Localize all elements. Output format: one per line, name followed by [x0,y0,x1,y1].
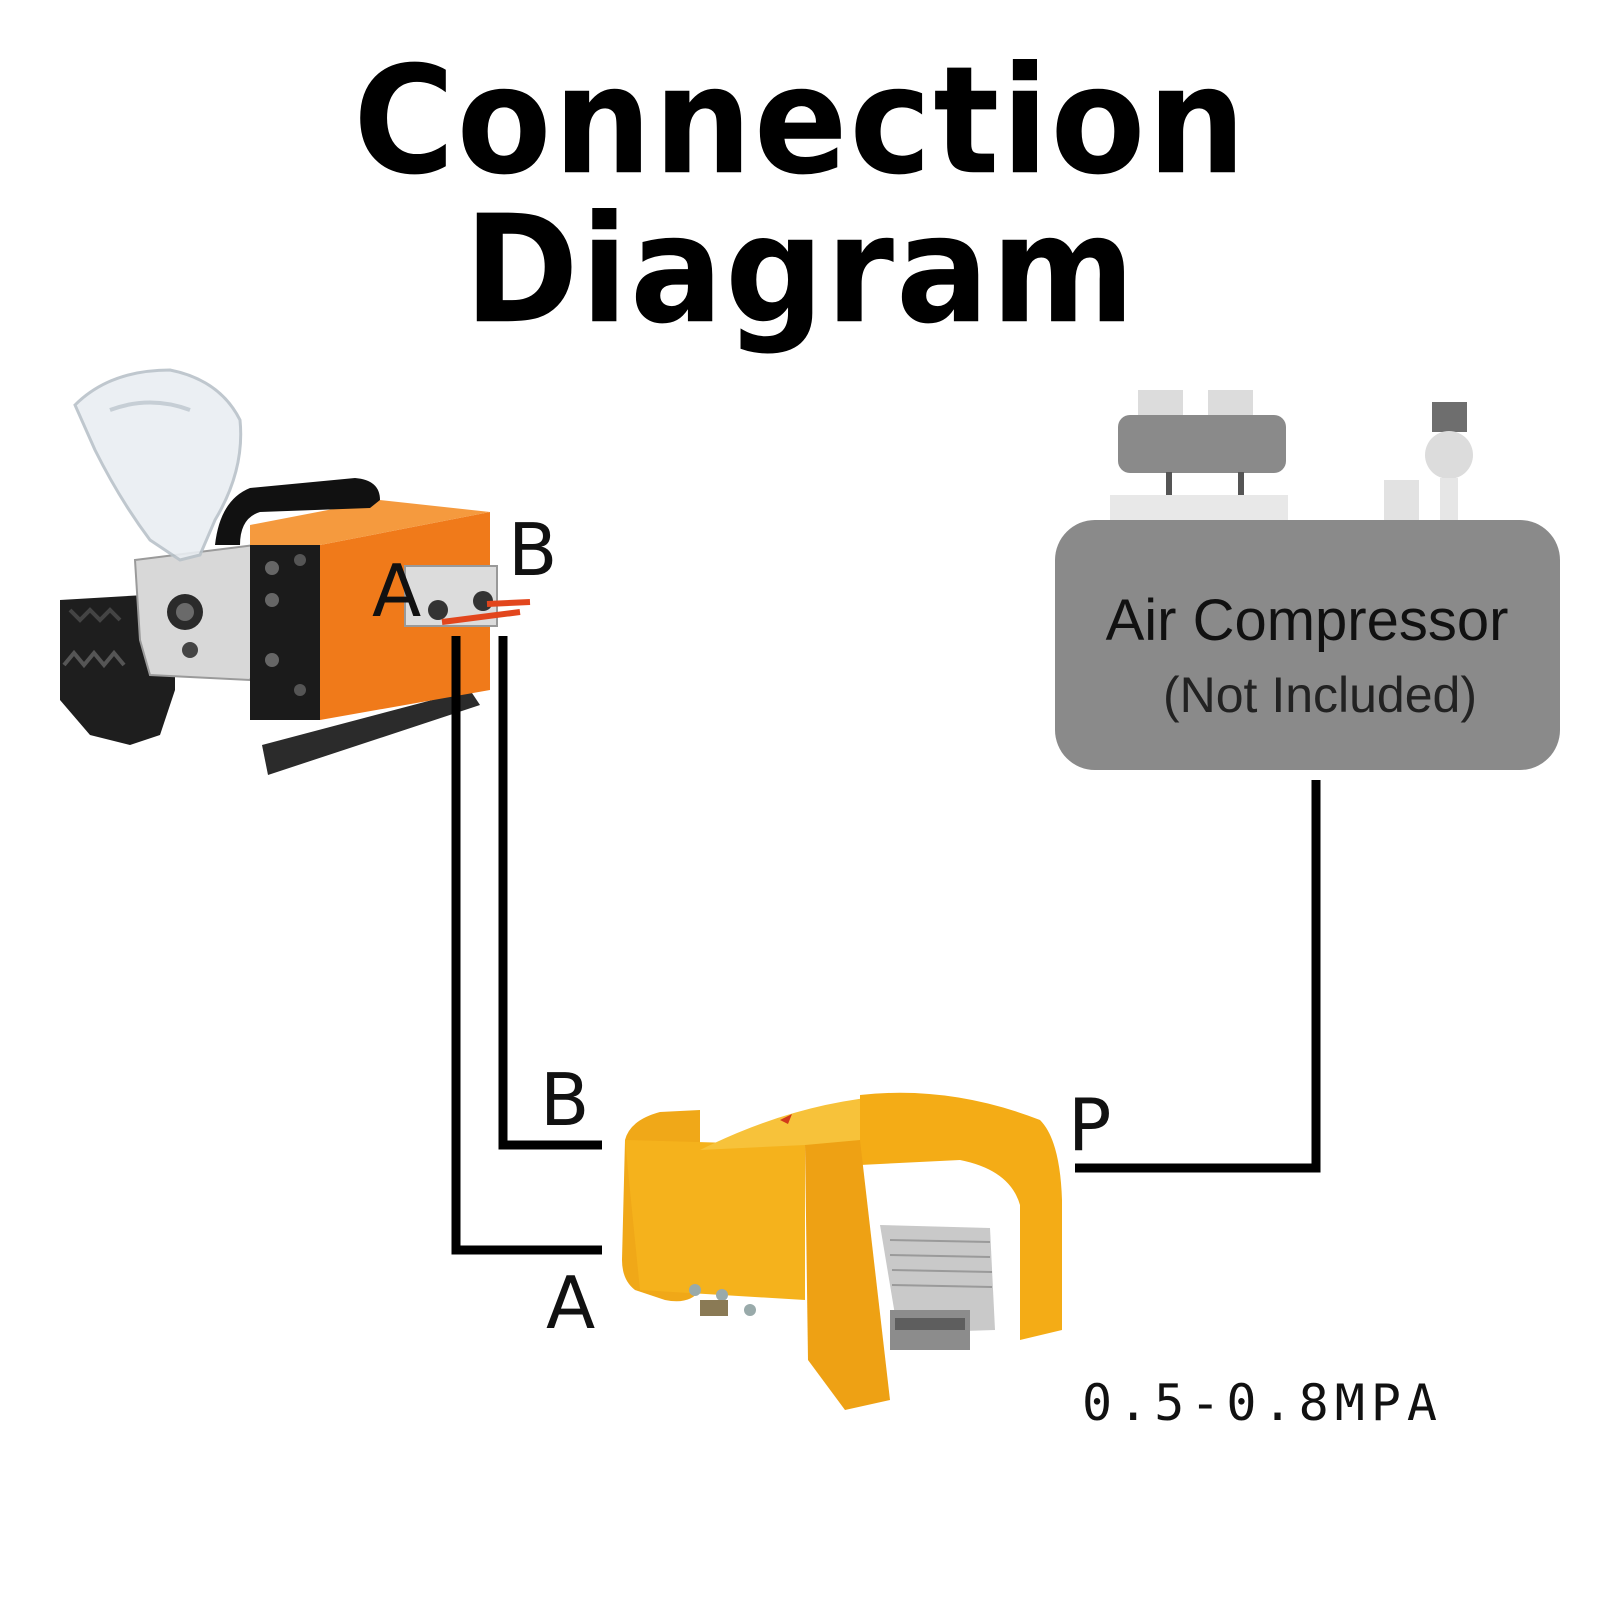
valve-port-a-label: A [546,1261,595,1345]
crimper-port-b-label: B [508,508,557,592]
compressor-subtitle: (Not Included) [1163,667,1477,723]
hose-line-a [451,636,602,1255]
valve-port-b-label: B [540,1058,589,1142]
foot-pedal-valve-image [622,1092,1062,1410]
crimping-machine-image [60,368,531,775]
crimper-port-a-label: A [372,549,421,633]
hose-line-b [498,636,602,1150]
compressor-title: Air Compressor [1106,588,1509,653]
pressure-rating: 0.5-0.8MPA [1082,1374,1443,1432]
valve-port-p-label: P [1068,1083,1111,1167]
hose-line-p [1075,780,1321,1173]
diagram-title: Connection Diagram [353,33,1248,357]
air-compressor-shape [1055,390,1560,770]
hose-lines [451,636,1321,1255]
